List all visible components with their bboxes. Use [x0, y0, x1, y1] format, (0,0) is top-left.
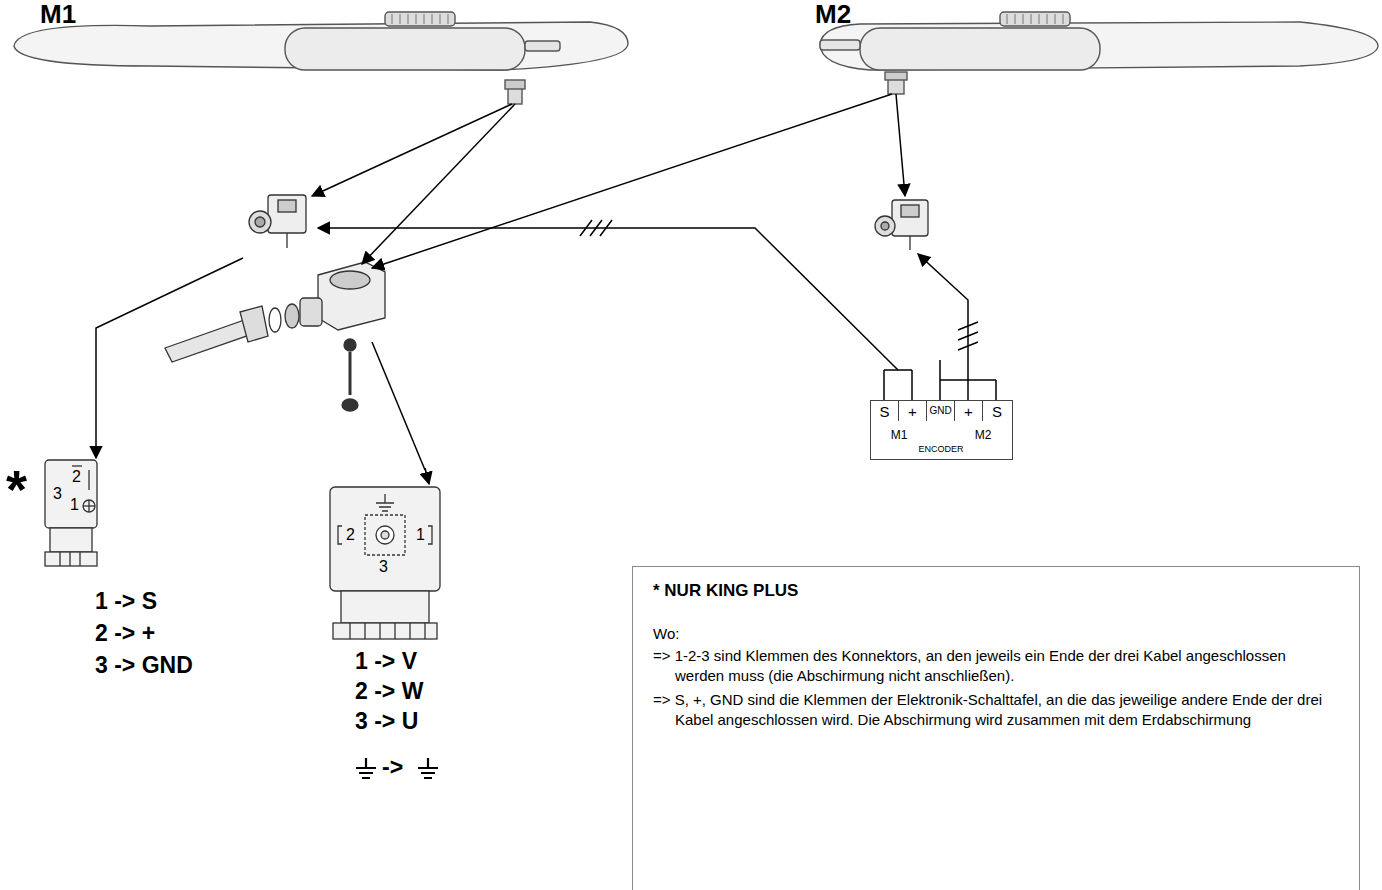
pin-number: 1 [416, 526, 425, 544]
pin-number: 2 [346, 526, 355, 544]
terminal-text: S [871, 401, 899, 421]
pin-number: 3 [379, 558, 388, 576]
pin-assignment: 3 -> GND [95, 652, 193, 678]
note-box: * NUR KING PLUS Wo: => 1-2-3 sind Klemmen … [632, 566, 1360, 890]
footnote-mark: * [6, 458, 27, 520]
wires [96, 94, 996, 484]
terminal-block: S+GND+SM1ENCODERM2 [870, 400, 1013, 460]
power-connector-face [330, 487, 440, 639]
motor-label: M2 [815, 0, 851, 30]
motor-m1 [14, 12, 628, 104]
note-heading: * NUR KING PLUS [653, 581, 1339, 601]
terminal-text: ENCODER [871, 445, 1011, 454]
pin-number: 1 [70, 496, 79, 514]
encoder-connector-m2 [875, 200, 928, 250]
note-text: => S, +, GND sind die Klemmen der Elektr… [653, 690, 1339, 730]
terminal-text: M2 [955, 429, 1011, 441]
motor-m2 [820, 12, 1378, 94]
pin-number: 2 [72, 468, 81, 486]
motor-label: M1 [40, 0, 76, 30]
pin-assignment: 1 -> S [95, 588, 157, 614]
note-text: Wo: [653, 625, 1339, 642]
pin-assignment: -> [382, 754, 403, 780]
terminal-text: + [955, 401, 983, 421]
terminal-text: S [983, 401, 1011, 421]
pin-assignment: 2 -> W [355, 678, 423, 704]
terminal-text: + [899, 401, 927, 421]
terminal-text: M1 [871, 429, 927, 441]
note-text: => 1-2-3 sind Klemmen des Konnektors, an… [653, 646, 1339, 686]
encoder-connector-m1 [249, 195, 306, 248]
encoder-connector-face [45, 460, 97, 568]
pin-assignment: 1 -> V [355, 648, 417, 674]
power-connector [165, 262, 385, 411]
pin-assignment: 2 -> + [95, 620, 155, 646]
pin-assignment: 3 -> U [355, 708, 418, 734]
terminal-text: GND [927, 401, 955, 421]
pin-number: 3 [53, 485, 62, 503]
